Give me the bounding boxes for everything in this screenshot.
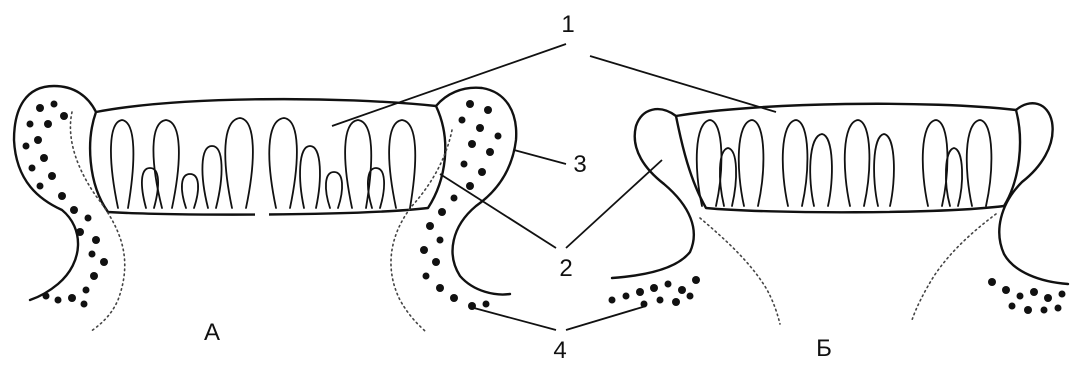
panel-a-right-fold [436, 88, 516, 295]
panel-a-body-gap [255, 208, 269, 218]
panel-b-left-dots [609, 276, 701, 308]
leader-1-to-a [332, 44, 566, 126]
label-panel-b: Б [816, 335, 832, 362]
label-2: 2 [559, 255, 572, 282]
leader-3 [514, 150, 566, 164]
leader-4-to-b [566, 306, 646, 330]
label-panel-a: А [204, 319, 220, 346]
label-3: 3 [573, 151, 586, 178]
leader-4-to-a [474, 308, 556, 330]
leader-lines [332, 44, 776, 330]
leader-1-to-b [590, 56, 776, 112]
panel-a [14, 86, 516, 332]
label-1: 1 [561, 11, 574, 38]
panel-b-crypts [697, 120, 992, 206]
panel-a-crypts [111, 118, 415, 208]
panel-b-right-dotted [912, 214, 996, 320]
panel-a-right-dotted [391, 130, 452, 332]
label-4: 4 [553, 337, 566, 364]
panel-b-left-dotted [700, 218, 780, 324]
panel-a-left-dotted [70, 112, 124, 332]
panel-b [609, 103, 1069, 324]
panel-a-left-fold [14, 86, 96, 300]
